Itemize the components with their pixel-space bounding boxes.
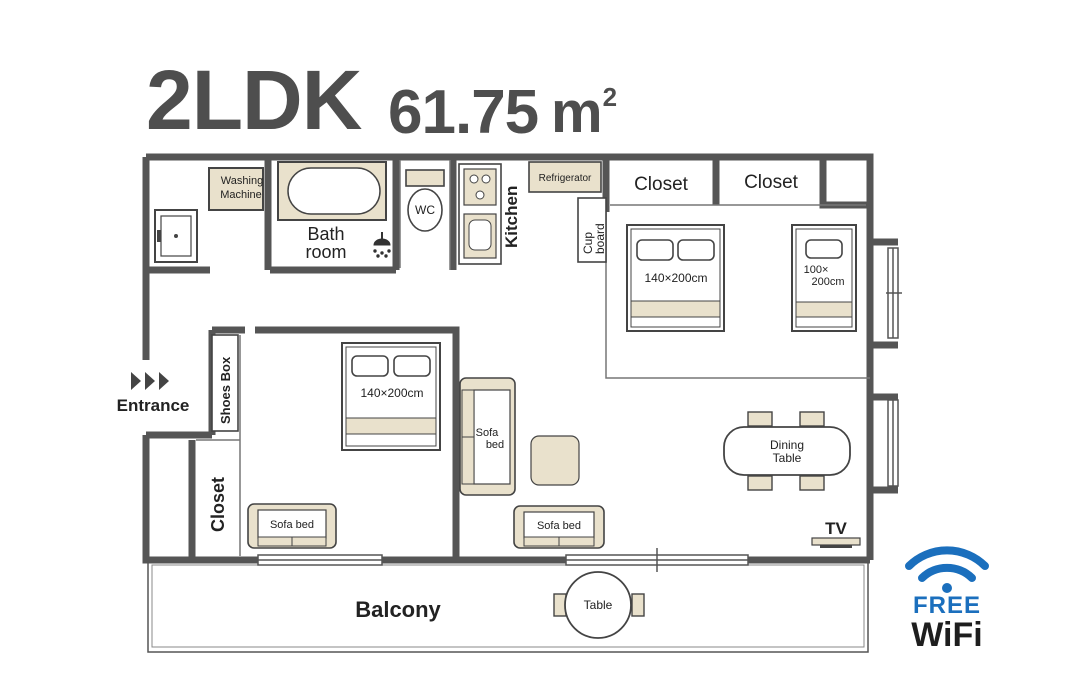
sofa-bed-vertical: Sofa bed	[459, 377, 516, 496]
wc-label: WC	[415, 203, 435, 217]
balcony-table-label: Table	[584, 598, 613, 612]
closet-top-right-label: Closet	[744, 172, 799, 193]
dining-table-label-2: Table	[773, 451, 802, 465]
kitchen-label: Kitchen	[502, 186, 521, 248]
double-bed-room2: 140×200cm	[341, 342, 441, 451]
shoes-box: Shoes Box	[211, 334, 239, 432]
cupboard: Cup board	[577, 197, 607, 263]
wifi-free-label: FREE	[912, 592, 981, 619]
closet-left-label: Closet	[208, 477, 228, 532]
double-bed-bedroom-label: 140×200cm	[644, 271, 707, 285]
tv-stand: TV	[811, 519, 861, 548]
thin-walls	[196, 160, 870, 556]
sofa-bed-living-label: Sofa bed	[537, 520, 581, 532]
wifi-icon	[905, 546, 989, 593]
refrigerator-label: Refrigerator	[539, 173, 592, 184]
cupboard-label-1: Cup	[581, 232, 595, 254]
washing-machine-label-2: Machine	[220, 189, 262, 201]
closet-top-left-label: Closet	[634, 174, 689, 195]
single-bed: 100× 200cm	[791, 224, 857, 332]
closet-top-right: Closet	[744, 172, 799, 193]
bathroom-label-1: Bath	[307, 224, 344, 244]
closet-top-left: Closet	[634, 174, 689, 195]
sofa-bed-room2: Sofa bed	[247, 503, 337, 549]
double-bed-room2-label: 140×200cm	[360, 386, 423, 400]
balcony-table: Table	[553, 571, 645, 639]
entrance-label: Entrance	[117, 396, 190, 415]
single-bed-label-1: 100×	[804, 264, 829, 276]
double-bed-bedroom: 140×200cm	[626, 224, 725, 332]
area-unit-m: m	[551, 80, 603, 145]
dining-table: Dining Table	[723, 411, 851, 491]
shoes-box-label: Shoes Box	[218, 356, 233, 424]
sofa-bed-room2-label: Sofa bed	[270, 519, 314, 531]
kitchen-counter: Kitchen	[458, 163, 521, 265]
cupboard-label-2: board	[593, 223, 607, 254]
entrance-arrows-icon	[131, 372, 169, 390]
walls	[142, 153, 898, 564]
bathroom-label-2: room	[305, 242, 346, 262]
right-windows	[886, 247, 902, 487]
layout-type-title: 2LDK	[146, 53, 362, 147]
sofa-bed-living: Sofa bed	[513, 505, 605, 549]
bathtub: Bath room	[277, 161, 391, 262]
shower-icon	[373, 232, 391, 258]
toilet: WC	[405, 169, 445, 232]
sink	[154, 209, 198, 263]
washing-machine: Washing Machine	[208, 167, 264, 211]
wifi-label: WiFi	[911, 616, 983, 654]
refrigerator: Refrigerator	[528, 161, 602, 193]
balcony-label: Balcony	[355, 597, 441, 622]
floor-area-unit: m2	[551, 84, 617, 142]
washing-machine-label-1: Washing	[221, 175, 263, 187]
single-bed-label-2: 200cm	[811, 276, 844, 288]
area-unit-sup: 2	[602, 81, 618, 112]
tv-label: TV	[825, 519, 847, 538]
balcony	[147, 548, 869, 653]
sofa-bed-vertical-label-1: Sofa	[476, 427, 500, 439]
coffee-table	[530, 435, 580, 486]
dining-table-label-1: Dining	[770, 438, 804, 452]
sofa-bed-vertical-label-2: bed	[486, 439, 504, 451]
floor-area-value: 61.75	[388, 78, 539, 147]
